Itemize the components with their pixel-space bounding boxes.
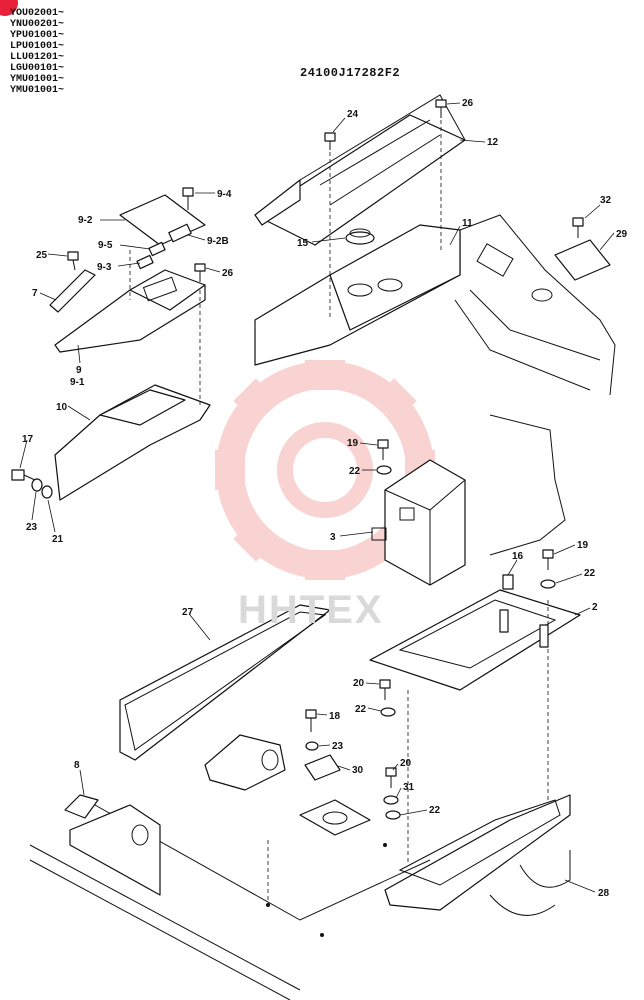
- washer-31-icon: [383, 795, 399, 805]
- leader-lines: [19, 102, 615, 893]
- callout-32: 32: [600, 195, 612, 206]
- callout-22b: 22: [584, 568, 596, 579]
- serial-number: LGU00101~: [10, 63, 65, 74]
- watermark-text: HHTEX: [238, 588, 384, 632]
- callout-30: 30: [352, 765, 364, 776]
- callout-9-5: 9-5: [98, 240, 113, 251]
- bolt-20a-icon: [379, 679, 391, 700]
- washer-22b-icon: [540, 579, 556, 589]
- callout-15: 15: [297, 238, 309, 249]
- callout-27: 27: [182, 607, 194, 618]
- washer-23-icon: [31, 478, 43, 492]
- part-15-grommet: [345, 228, 375, 245]
- serial-number: YOU02001~: [10, 8, 65, 19]
- callout-22: 22: [349, 466, 361, 477]
- part-7-handle: [49, 269, 96, 313]
- callout-9-2b: 9-2B: [207, 236, 229, 247]
- washer-22d-icon: [385, 810, 401, 820]
- part-9-2b-connector: [168, 223, 192, 243]
- bolt-20b-icon: [385, 767, 397, 788]
- callout-24: 24: [347, 109, 359, 120]
- callout-9-4: 9-4: [217, 189, 232, 200]
- callout-9-2: 9-2: [78, 215, 93, 226]
- callout-18: 18: [329, 711, 341, 722]
- callout-16: 16: [512, 551, 524, 562]
- callout-20: 20: [353, 678, 365, 689]
- drawing-number: 24100J17282F2: [300, 66, 401, 80]
- part-28-bracket: [384, 600, 571, 916]
- serial-number: LPU01001~: [10, 41, 65, 52]
- callout-20b: 20: [400, 758, 412, 769]
- callout-31: 31: [403, 782, 415, 793]
- callout-21: 21: [52, 534, 64, 545]
- callout-23: 23: [26, 522, 38, 533]
- bolt-17-icon: [11, 469, 36, 481]
- washer-22c-icon: [380, 707, 396, 717]
- callout-10: 10: [56, 402, 68, 413]
- fasteners: [11, 99, 584, 820]
- callout-22d: 22: [429, 805, 441, 816]
- part-16-clip: [502, 574, 514, 590]
- bolt-19b-icon: [542, 549, 554, 570]
- part-10-duct: [54, 250, 211, 501]
- callout-12: 12: [487, 137, 499, 148]
- washer-22a-icon: [376, 465, 392, 475]
- bolt-18-icon: [305, 709, 317, 732]
- callout-17: 17: [22, 434, 34, 445]
- bolt-26-icon: [435, 99, 447, 118]
- serial-number: YMU01001~: [10, 85, 65, 96]
- callout-26b: 26: [222, 268, 234, 279]
- bolt-9-4-icon: [182, 187, 194, 210]
- bolt-19-icon: [377, 439, 389, 460]
- serial-number: LLU01201~: [10, 52, 65, 63]
- callout-29: 29: [616, 229, 628, 240]
- part-27-panel: [119, 604, 331, 761]
- bolt-25-icon: [67, 251, 79, 271]
- part-8-bracket: [64, 794, 161, 896]
- callout-22c: 22: [355, 704, 367, 715]
- part-2-frame: [369, 414, 581, 691]
- washer-21-icon: [41, 485, 53, 499]
- part-12-cover: [254, 94, 466, 246]
- callout-11: 11: [462, 218, 473, 229]
- callout-26: 26: [462, 98, 474, 109]
- bolt-26b-icon: [194, 263, 206, 282]
- callout-9-1: 9-1: [70, 377, 85, 388]
- serial-number: YNU00201~: [10, 19, 65, 30]
- callout-8: 8: [74, 760, 80, 771]
- serial-number: YMU01001~: [10, 74, 65, 85]
- part-29-plate: [554, 239, 611, 281]
- callout-9-3: 9-3: [97, 262, 112, 273]
- part-9-5-connector: [148, 241, 166, 257]
- side-console: [454, 214, 616, 396]
- callout-25: 25: [36, 250, 48, 261]
- bolt-32-icon: [572, 217, 584, 238]
- motor-housing: [204, 734, 286, 791]
- serial-number-list: YOU02001~ YNU00201~ YPU01001~ LPU01001~ …: [10, 8, 64, 96]
- part-11-box: [254, 120, 461, 366]
- callout-28: 28: [598, 888, 610, 899]
- corner-badge: [0, 0, 18, 16]
- part-30-bracket: [299, 754, 371, 836]
- floor-plate: [29, 804, 431, 1000]
- part-3-box: [371, 459, 466, 586]
- callout-19: 19: [347, 438, 359, 449]
- callout-9: 9: [76, 365, 82, 376]
- callout-23b: 23: [332, 741, 344, 752]
- washer-23b-icon: [305, 741, 319, 751]
- part-9-3-connector: [136, 254, 154, 270]
- callout-19b: 19: [577, 540, 589, 551]
- serial-number: YPU01001~: [10, 30, 65, 41]
- callout-2: 2: [592, 602, 598, 613]
- bolt-24-icon: [324, 132, 336, 150]
- callout-7: 7: [32, 288, 38, 299]
- callout-3: 3: [330, 532, 336, 543]
- callout-labels: 24 26 12 9-4 9-2 9-2B 9-5 9-3 25 26 7 9 …: [22, 98, 628, 899]
